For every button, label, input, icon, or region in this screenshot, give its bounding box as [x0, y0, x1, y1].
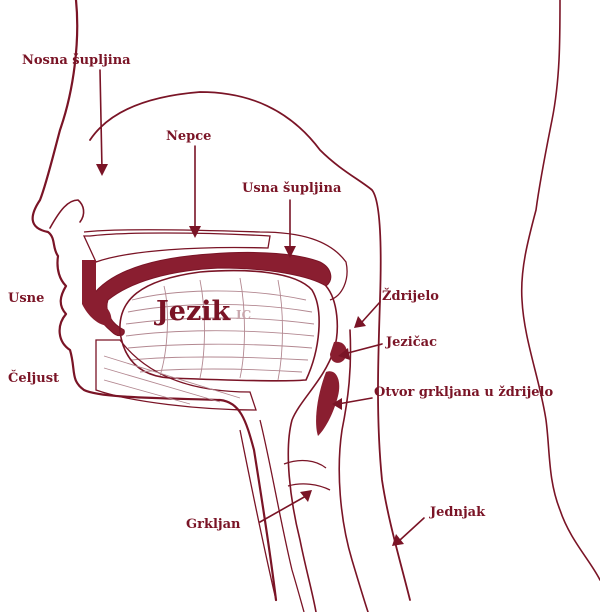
pharynx-front-wall [288, 286, 337, 612]
arrow-larynx-opening [338, 398, 372, 404]
arrowhead-pharynx [354, 316, 366, 328]
neck-back-outline [522, 0, 600, 580]
tongue-hatching [126, 278, 314, 380]
arrowhead-nasal-cavity [96, 164, 108, 176]
label-lips: Usne [8, 291, 44, 306]
label-tongue: Jezik [154, 296, 232, 327]
arrow-pharynx [362, 302, 380, 322]
label-esophagus: Jednjak [429, 505, 486, 520]
label-oral-cavity: Usna šupljina [242, 181, 342, 196]
label-nasal-cavity: Nosna šupljina [22, 53, 131, 68]
arrow-larynx [260, 496, 306, 522]
label-tongue-suffix: IC [236, 308, 251, 322]
label-larynx: Grkljan [186, 517, 241, 532]
arrowhead-palate [189, 226, 201, 238]
arrow-esophagus [400, 518, 424, 540]
arrow-nasal-cavity [100, 70, 102, 170]
larynx-tube-front [260, 420, 304, 612]
label-jaw: Čeljust [8, 369, 59, 386]
label-uvula: Jezičac [385, 335, 437, 350]
arrowhead-larynx [300, 490, 312, 502]
head-profile-outline [33, 0, 276, 600]
label-pharynx: Ždrijelo [382, 288, 439, 304]
larynx-tube-rings [284, 461, 330, 490]
pharynx-back-wall [339, 330, 368, 612]
skull-outline [90, 92, 410, 600]
nostril-outline [50, 200, 84, 228]
trachea-line [240, 430, 276, 600]
label-larynx-opening: Otvor grkljana u ždrijelo [374, 385, 553, 400]
label-palate: Nepce [166, 129, 211, 144]
